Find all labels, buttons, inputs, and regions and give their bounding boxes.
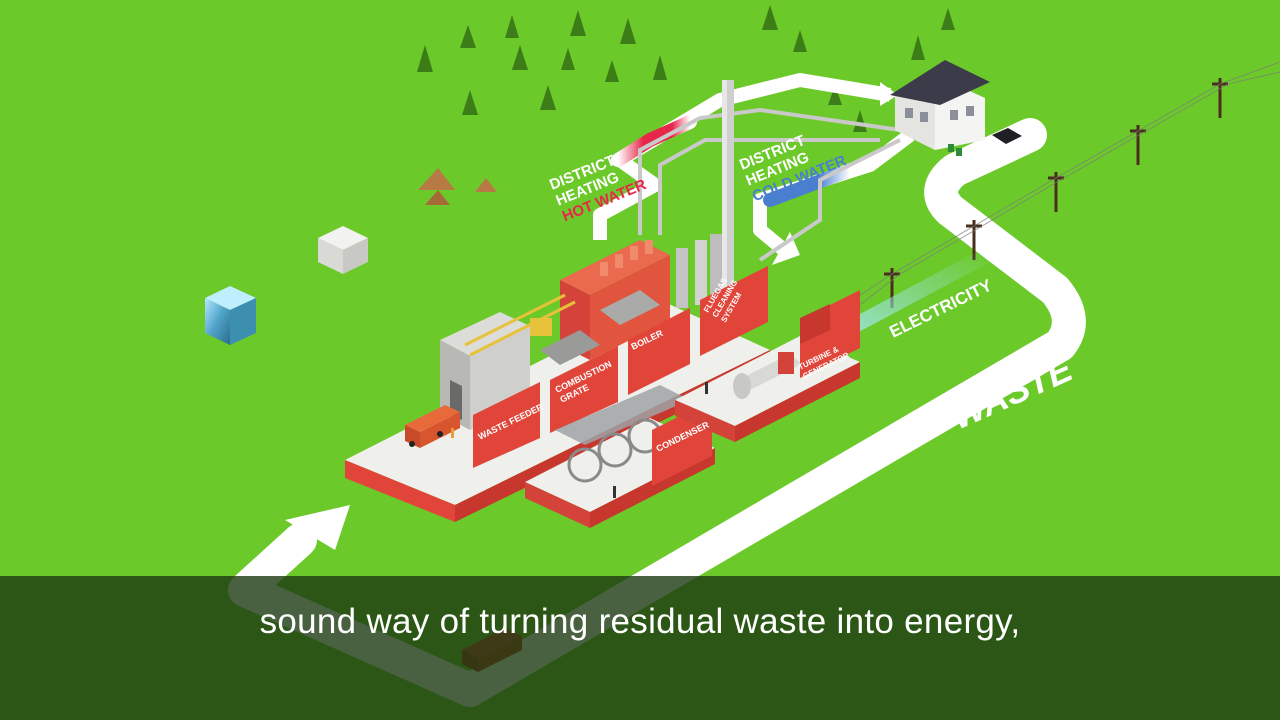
boiler-panel: [628, 308, 690, 395]
worker-icon: [451, 428, 454, 438]
garbage-truck-icon: [405, 405, 460, 448]
waste-feeder-panel: [473, 382, 540, 468]
cold-water-pipe: [753, 129, 915, 261]
rock-pile: [418, 168, 497, 205]
fluegas-panel: [700, 266, 768, 356]
hot-water-segment: [611, 115, 697, 167]
waste-flow-arrow: [285, 505, 350, 550]
turbine-section: [675, 290, 860, 442]
turbine-panel: [800, 290, 860, 378]
electricity-glow: [830, 250, 990, 342]
subtitle-caption: sound way of turning residual waste into…: [259, 602, 1021, 641]
house-icon: [890, 60, 990, 150]
stacked-boxes: [318, 226, 368, 274]
combustion-grate-panel: [550, 346, 618, 433]
caption-bar: [0, 576, 1280, 720]
waste-road-loop: [453, 118, 1086, 707]
hot-water-arrow: [880, 82, 898, 106]
glass-cube: [205, 286, 256, 345]
cold-water-segment: [763, 163, 857, 207]
tree-icon: [417, 5, 955, 132]
car-icon: [992, 128, 1022, 144]
